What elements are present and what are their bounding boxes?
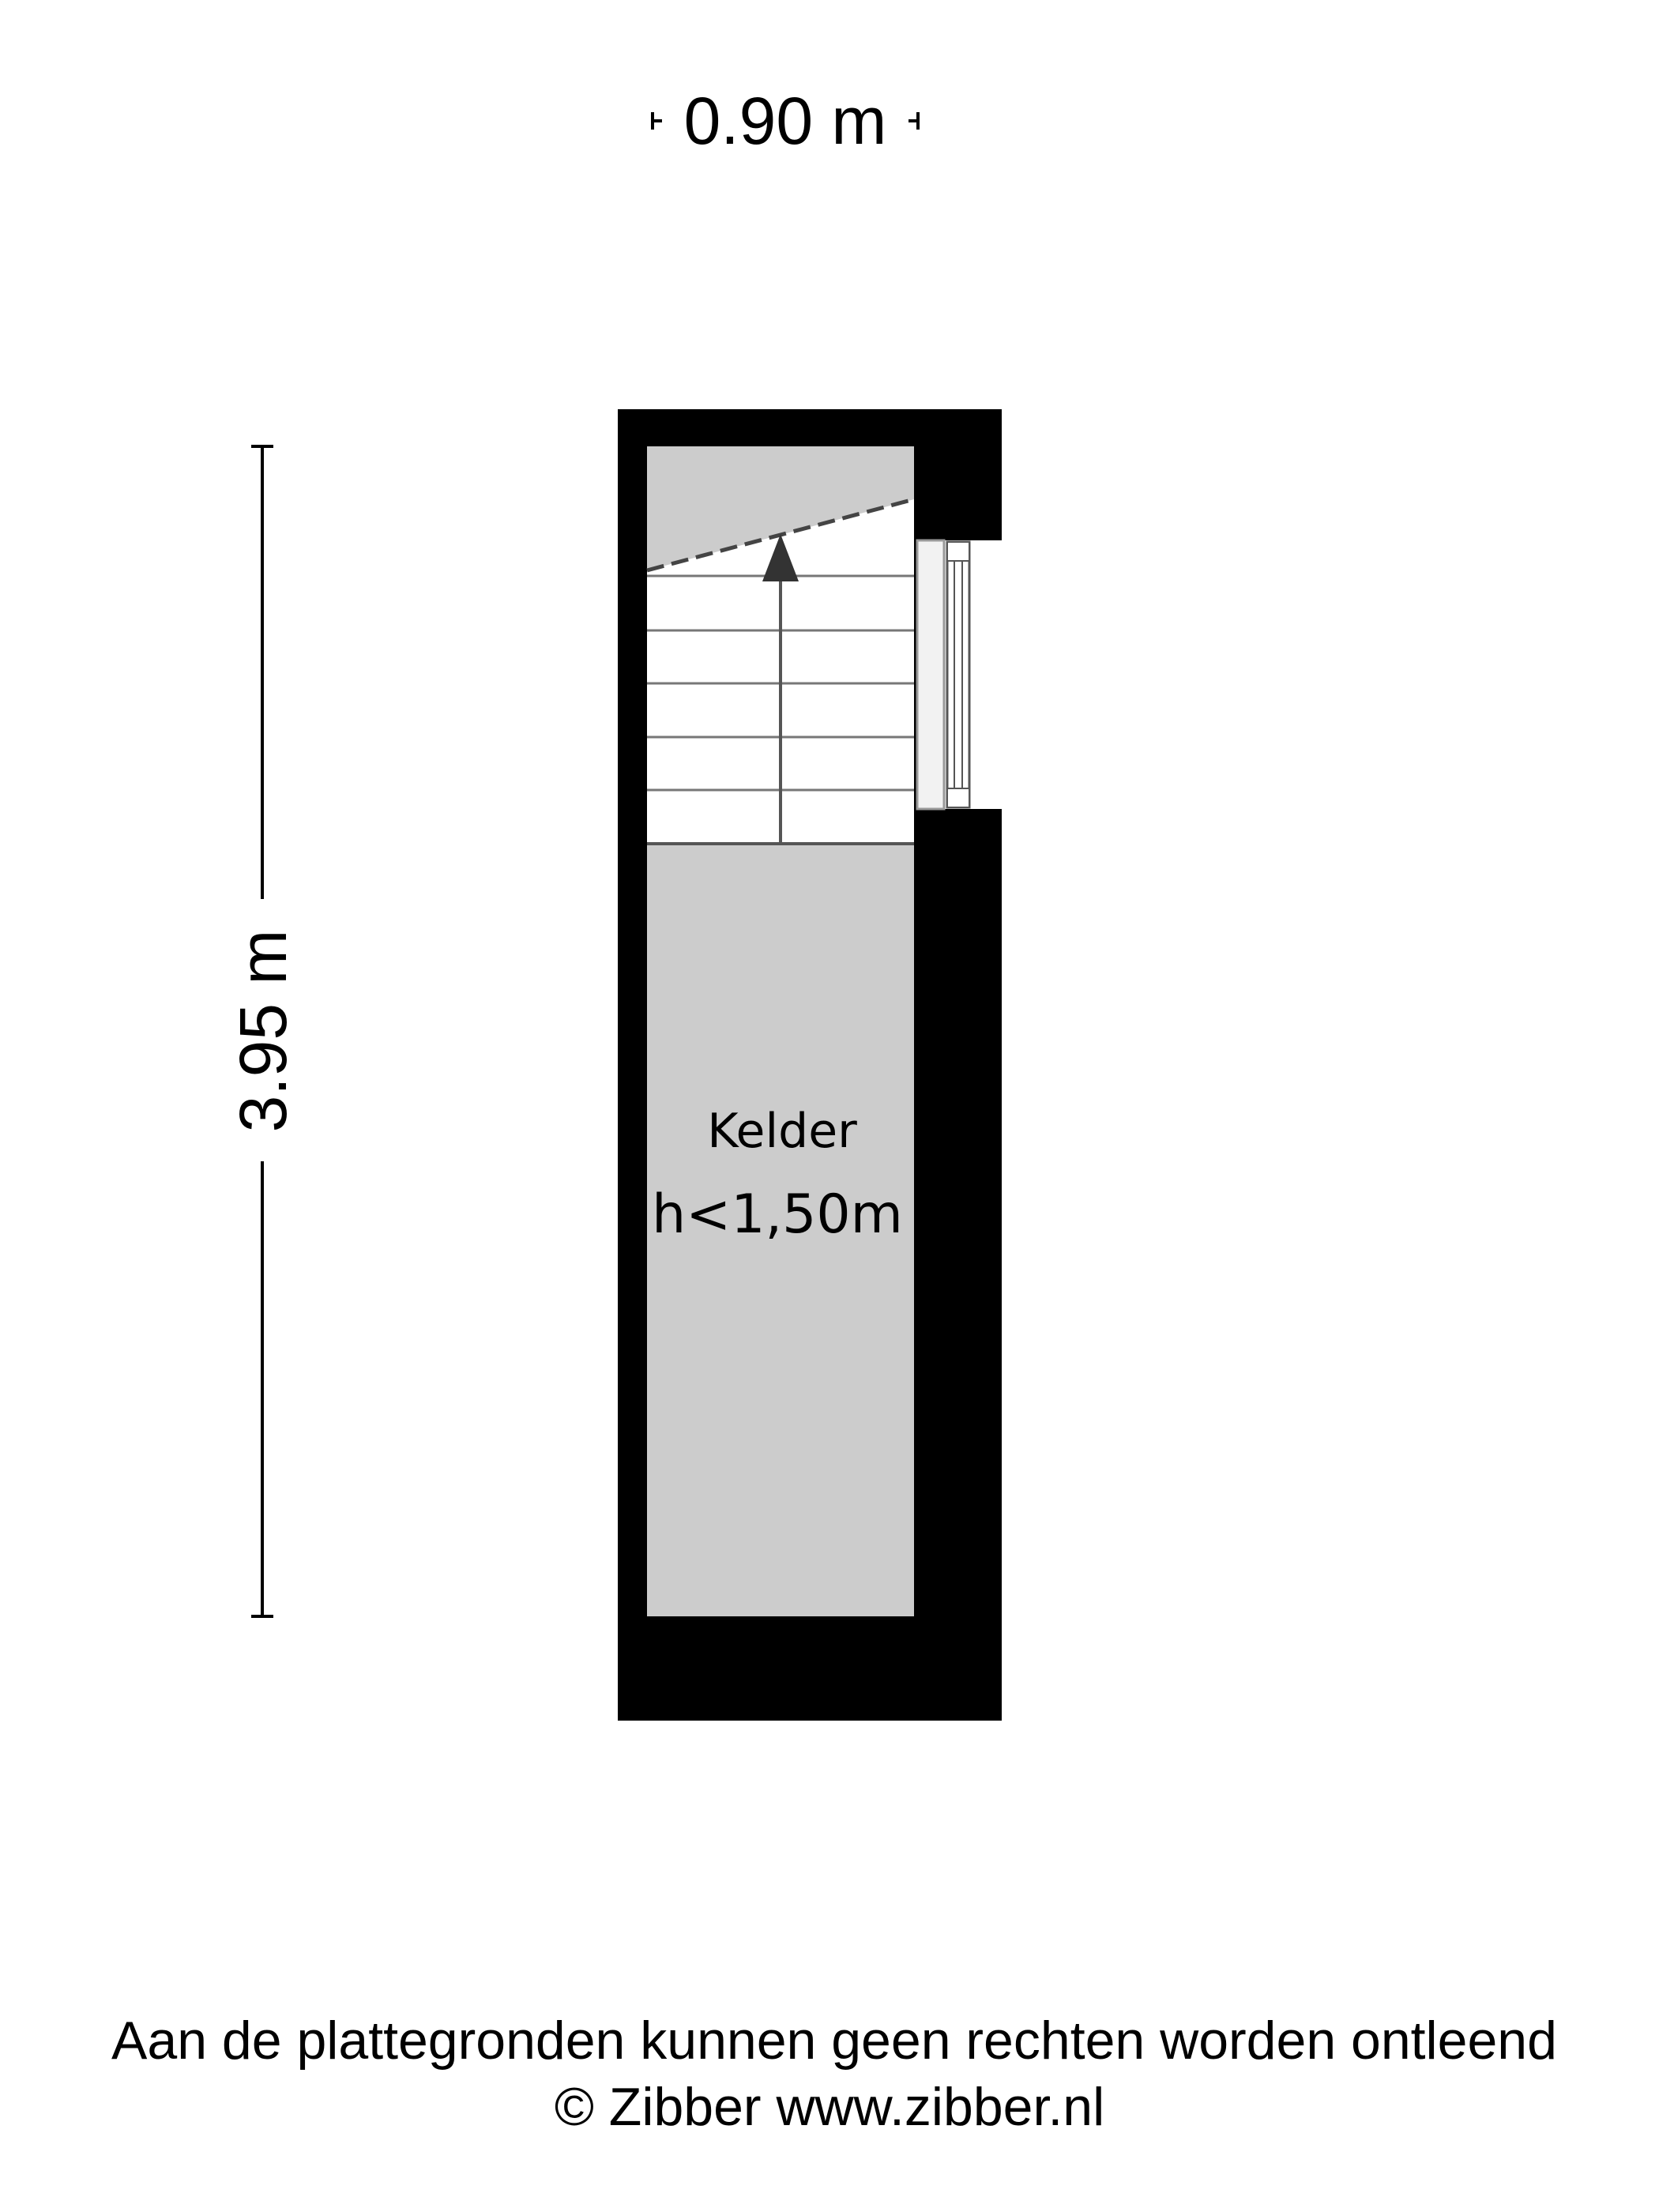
window-sash [946, 540, 971, 809]
window-hinge-top [946, 541, 970, 562]
room-height-note: h<1,50m [652, 1183, 903, 1246]
window-hinge-bottom [946, 788, 970, 808]
window-frame [916, 539, 946, 811]
height-dimension: 3.95 m [226, 445, 300, 1618]
room-name: Kelder [707, 1104, 857, 1159]
height-dimension-label: 3.95 m [226, 930, 300, 1133]
stairs [646, 497, 915, 845]
stairs-up-arrow-icon [762, 534, 799, 581]
window-icon [916, 539, 1002, 811]
width-dimension: 0.90 m [651, 84, 920, 158]
footer-copyright: © Zibber www.zibber.nl [555, 2077, 1104, 2137]
width-dimension-label: 0.90 m [684, 84, 887, 158]
footer-disclaimer: Aan de plattegronden kunnen geen rechten… [111, 2011, 1557, 2071]
